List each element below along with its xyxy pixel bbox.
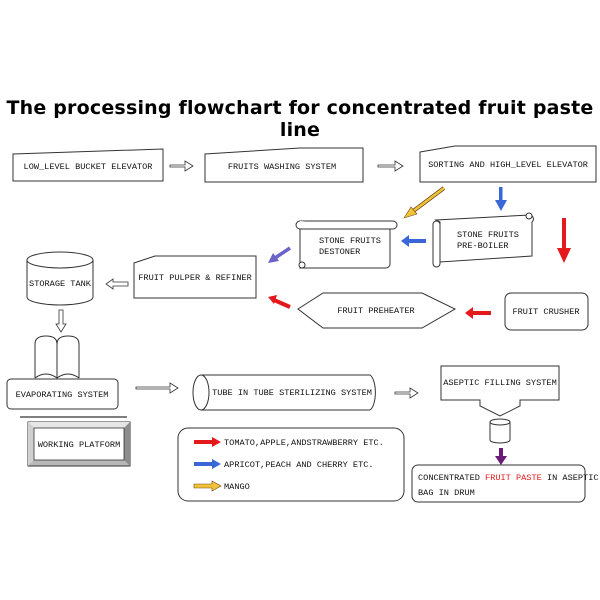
arrow-blue-left xyxy=(401,235,426,247)
legend-arrow-icon xyxy=(194,459,221,469)
node-label: FRUITS WASHING SYSTEM xyxy=(228,162,336,172)
arrow-blue-down xyxy=(495,187,507,211)
node-label: FRUIT PREHEATER xyxy=(337,306,414,316)
node-label: SORTING AND HIGH_LEVEL ELEVATOR xyxy=(428,160,588,170)
node-storage-tank: STORAGE TANK xyxy=(26,251,94,306)
arrow-right-hollow xyxy=(135,382,179,394)
diagram-title: The processing flowchart for concentrate… xyxy=(6,97,594,141)
node-tube-in-tube-sterilizer: TUBE IN TUBE STERILIZING SYSTEM xyxy=(192,374,376,411)
node-label: LOW_LEVEL BUCKET ELEVATOR xyxy=(24,162,153,172)
node-label: WORKING PLATFORM xyxy=(38,440,121,450)
legend-label: APRICOT,PEACH AND CHERRY ETC. xyxy=(224,460,374,470)
arrow-mango xyxy=(403,186,446,219)
legend-item: APRICOT,PEACH AND CHERRY ETC. xyxy=(194,459,374,470)
arrow-right-hollow xyxy=(394,387,419,399)
node-label: TUBE IN TUBE STERILIZING SYSTEM xyxy=(212,388,372,398)
legend-item: MANGO xyxy=(193,480,250,492)
node-label: FRUIT PULPER & REFINER xyxy=(138,273,251,283)
node-stone-fruits-destoner: STONE FRUITS DESTONER xyxy=(295,220,398,269)
legend-arrow-icon xyxy=(194,437,221,447)
node-fruit-crusher: FRUIT CRUSHER xyxy=(504,292,589,331)
arrow-red-down xyxy=(557,218,571,263)
node-sorting-high-level-elevator: SORTING AND HIGH_LEVEL ELEVATOR xyxy=(419,145,597,183)
legend-item: TOMATO,APPLE,ANDSTRAWBERRY ETC. xyxy=(194,437,384,448)
legend-label: MANGO xyxy=(224,482,250,492)
node-working-platform: WORKING PLATFORM xyxy=(27,421,131,467)
drum-icon xyxy=(489,418,511,444)
node-label: BAG IN DRUM xyxy=(418,488,475,498)
node-label: PRE-BOILER xyxy=(457,241,509,251)
arrow-left-hollow xyxy=(105,278,129,290)
evaporator-columns-icon xyxy=(34,335,80,379)
legend-arrow-icon xyxy=(193,480,222,492)
legend: TOMATO,APPLE,ANDSTRAWBERRY ETC. APRICOT,P… xyxy=(177,427,405,502)
node-label: STONE FRUITS xyxy=(457,230,519,240)
node-label: ASEPTIC FILLING SYSTEM xyxy=(443,378,556,388)
arrow-right-hollow xyxy=(377,160,404,172)
node-low-level-bucket-elevator: LOW_LEVEL BUCKET ELEVATOR xyxy=(12,148,164,182)
arrow-purple-down xyxy=(495,448,507,465)
node-aseptic-filling-system: ASEPTIC FILLING SYSTEM xyxy=(440,365,560,417)
arrow-down-hollow xyxy=(55,309,67,333)
node-label: FRUIT CRUSHER xyxy=(512,307,579,317)
arrow-right-hollow xyxy=(169,160,194,172)
node-final-product: CONCENTRATED FRUIT PASTE IN ASEPTIC BAG … xyxy=(411,464,599,503)
node-label: STONE FRUITS xyxy=(319,236,381,246)
node-stone-fruits-pre-boiler: STONE FRUITS PRE-BOILER xyxy=(432,212,534,268)
node-label: CONCENTRATED FRUIT PASTE IN ASEPTIC xyxy=(418,473,599,483)
node-label: STORAGE TANK xyxy=(29,279,92,289)
arrow-red-left xyxy=(465,307,491,319)
node-label: DESTONER xyxy=(319,247,360,257)
node-evaporating-system: EVAPORATING SYSTEM xyxy=(6,378,119,410)
node-label: EVAPORATING SYSTEM xyxy=(16,390,109,400)
arrow-violet xyxy=(268,246,291,263)
node-fruits-washing-system: FRUITS WASHING SYSTEM xyxy=(204,147,364,183)
arrow-red-upleft xyxy=(268,295,291,309)
node-fruit-preheater: FRUIT PREHEATER xyxy=(297,292,457,329)
legend-label: TOMATO,APPLE,ANDSTRAWBERRY ETC. xyxy=(224,438,384,448)
node-fruit-pulper-refiner: FRUIT PULPER & REFINER xyxy=(133,255,257,299)
